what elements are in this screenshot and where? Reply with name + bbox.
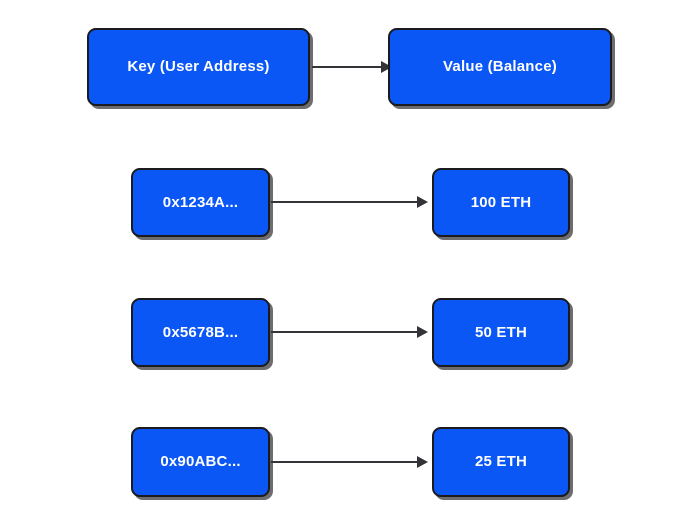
key-node-entry-1[interactable]: 0x1234A...: [131, 168, 270, 237]
value-node-entry-1[interactable]: 100 ETH: [432, 168, 570, 237]
value-node-entry-2-label: 50 ETH: [474, 323, 528, 341]
arrow-head-entry-2-icon: [417, 326, 428, 338]
value-node-entry-3[interactable]: 25 ETH: [432, 427, 570, 497]
key-node-header-label: Key (User Address): [127, 58, 270, 76]
key-node-entry-3-label: 0x90ABC...: [160, 453, 241, 471]
key-node-entry-2[interactable]: 0x5678B...: [131, 298, 270, 367]
key-node-entry-3[interactable]: 0x90ABC...: [131, 427, 270, 497]
key-node-entry-1-label: 0x1234A...: [162, 193, 239, 211]
value-node-entry-3-label: 25 ETH: [474, 453, 528, 471]
arrow-head-entry-1-icon: [417, 196, 428, 208]
arrow-line-entry-1: [271, 201, 419, 203]
arrow-line-entry-3: [271, 461, 419, 463]
key-node-header[interactable]: Key (User Address): [87, 28, 310, 106]
value-node-header[interactable]: Value (Balance): [388, 28, 612, 106]
key-node-entry-2-label: 0x5678B...: [162, 323, 239, 341]
value-node-header-label: Value (Balance): [443, 58, 557, 76]
arrow-line-header: [312, 66, 384, 68]
value-node-entry-1-label: 100 ETH: [470, 193, 532, 211]
arrow-head-entry-3-icon: [417, 456, 428, 468]
arrow-line-entry-2: [271, 331, 419, 333]
arrow-head-header-icon: [381, 61, 392, 73]
value-node-entry-2[interactable]: 50 ETH: [432, 298, 570, 367]
